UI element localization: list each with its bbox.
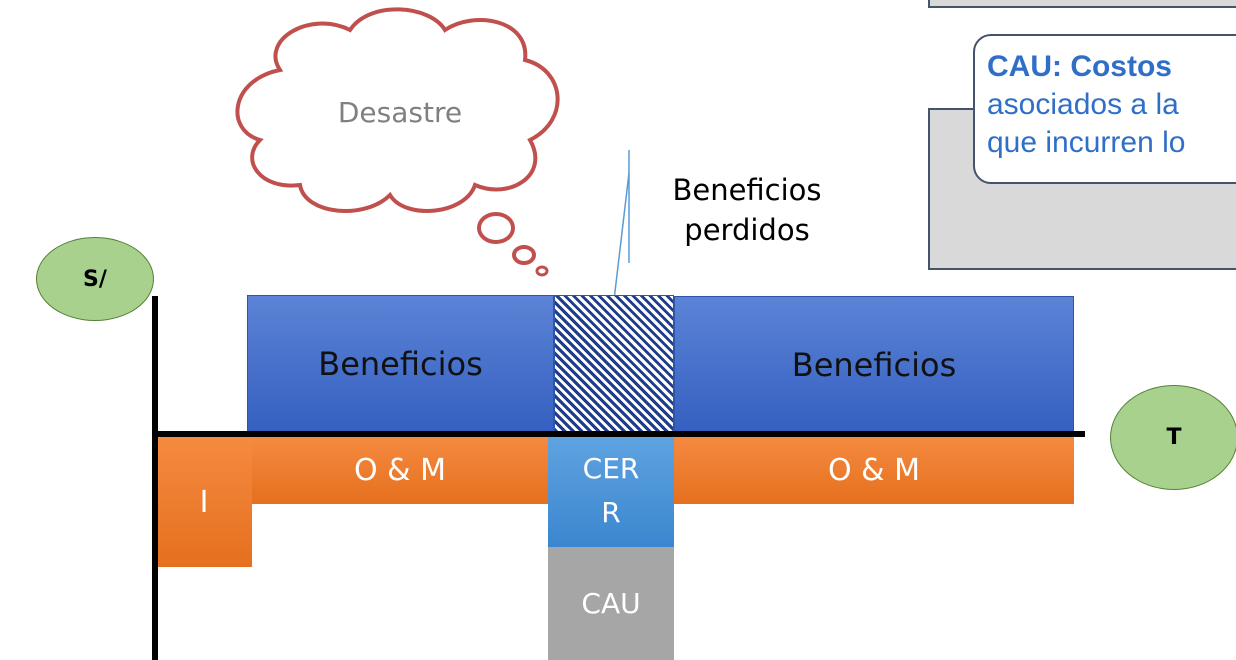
cau-block: CAU bbox=[548, 547, 674, 660]
investment-block: I bbox=[156, 437, 252, 567]
om-right-label: O & M bbox=[828, 453, 920, 488]
cloud-bubble-large bbox=[477, 212, 515, 244]
lost-benefits-line-2: perdidos bbox=[684, 213, 810, 247]
callout-line-2: asociados a la bbox=[987, 88, 1179, 121]
om-block-left: O & M bbox=[252, 437, 548, 504]
cau-definition-callout: CAU: Costos asociados a la que incurren … bbox=[973, 34, 1236, 184]
callout-line-3: que incurren lo bbox=[987, 126, 1186, 159]
y-axis-ellipse: S/ bbox=[36, 237, 154, 321]
lost-benefits-label: Beneficios perdidos bbox=[662, 170, 832, 250]
callout-top-box bbox=[928, 0, 1236, 8]
cerr-line-2: R bbox=[601, 496, 621, 529]
lost-benefits-block bbox=[554, 295, 674, 433]
cloud-shape bbox=[235, 7, 560, 213]
cloud-bubble-medium bbox=[512, 245, 536, 265]
vertical-axis bbox=[152, 296, 158, 660]
cloud-bubble-small bbox=[535, 265, 549, 277]
om-block-right: O & M bbox=[674, 437, 1074, 504]
benefit-right-label: Beneficios bbox=[791, 345, 957, 384]
horizontal-axis bbox=[152, 431, 1085, 437]
benefit-left-label: Beneficios bbox=[318, 345, 483, 383]
investment-label: I bbox=[199, 484, 209, 520]
lost-benefits-line-1: Beneficios bbox=[672, 173, 822, 207]
om-left-label: O & M bbox=[354, 453, 446, 488]
x-axis-label: T bbox=[1166, 425, 1182, 450]
callout-line-1: CAU: Costos bbox=[987, 50, 1172, 83]
cloud-label: Desastre bbox=[338, 96, 462, 129]
cerr-line-1: CER bbox=[582, 452, 640, 485]
benefit-block-right: Beneficios bbox=[674, 296, 1074, 433]
y-axis-label: S/ bbox=[83, 266, 107, 292]
benefit-block-left: Beneficios bbox=[247, 295, 554, 433]
cau-label: CAU bbox=[581, 587, 641, 620]
disaster-cloud: Desastre bbox=[235, 7, 560, 277]
cerr-block: CER R bbox=[548, 437, 674, 547]
x-axis-ellipse: T bbox=[1110, 385, 1236, 490]
